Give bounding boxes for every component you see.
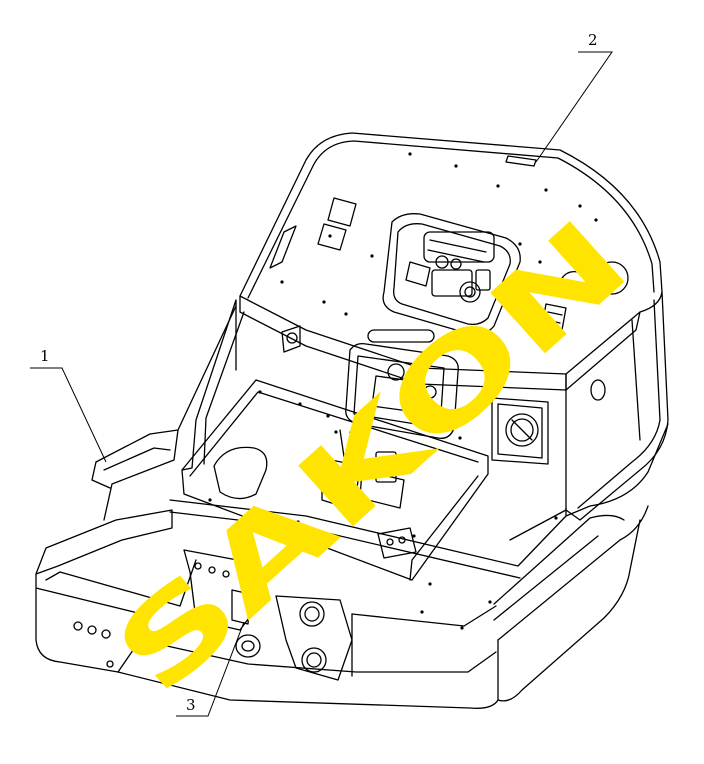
callouts — [30, 51, 613, 717]
machine-body — [35, 132, 669, 709]
handle-bar — [367, 329, 435, 343]
inner-bracket — [321, 457, 361, 511]
fitting-plate — [275, 595, 353, 681]
rotary-knob — [505, 413, 539, 447]
middle-cavity — [345, 342, 459, 439]
callout-2-leader — [535, 51, 613, 163]
base-hole — [101, 629, 111, 639]
switch-block — [541, 303, 567, 331]
control-panel — [491, 397, 549, 465]
bottom-knob — [235, 634, 261, 658]
small-plate — [377, 527, 417, 559]
square-cutout-1 — [327, 197, 357, 227]
base-right-frame — [565, 423, 669, 517]
callout-1-leader — [30, 367, 107, 463]
front-bracket-plate — [183, 549, 263, 631]
top-deck-inner-edge — [247, 140, 655, 299]
square-cutout-2 — [317, 223, 347, 251]
callout-3-label: 3 — [186, 696, 196, 714]
base-bottom — [35, 573, 143, 673]
slot-cutout — [269, 225, 297, 269]
base-hole — [87, 625, 97, 635]
base-front — [35, 509, 173, 575]
tray-plate — [181, 379, 489, 581]
rivet-holes — [208, 152, 598, 630]
top-window — [382, 213, 521, 335]
top-deck-outline — [239, 132, 663, 375]
right-side-shell — [565, 291, 669, 521]
slide-rail — [169, 499, 567, 567]
ramp-bracket — [561, 270, 595, 299]
left-bracket — [281, 325, 301, 353]
fitting-upper — [299, 601, 325, 627]
base-hole — [73, 621, 83, 631]
callout-2-label: 2 — [588, 31, 598, 49]
base-bottom-edge — [117, 639, 499, 709]
internal-mechanism — [405, 231, 495, 303]
round-boss — [595, 261, 629, 295]
tray-left-lip — [95, 429, 179, 521]
tray-hole — [213, 446, 268, 500]
callout-3-leader — [176, 621, 245, 717]
fitting-lower — [301, 647, 327, 673]
callout-1-label: 1 — [40, 347, 50, 365]
